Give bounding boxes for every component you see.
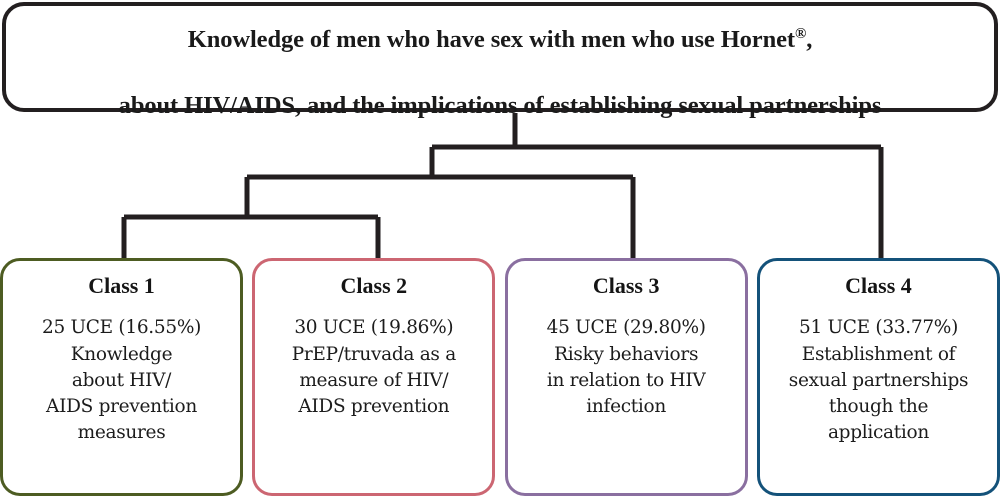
class-4-heading: Class 4 (845, 273, 912, 298)
class-1-count: 25 UCE (16.55%) (41, 317, 202, 339)
class-3-count: 45 UCE (29.80%) (546, 317, 706, 339)
root-title-text: Knowledge of men who have sex with men w… (93, 0, 908, 122)
class-2-count: 30 UCE (19.86%) (294, 317, 454, 339)
class-3-heading: Class 3 (592, 273, 660, 298)
class-1-heading: Class 1 (88, 273, 155, 298)
class-box-2: Class 2 30 UCE (19.86%) PrEP/truvada as … (252, 258, 496, 496)
class-box-3: Class 3 45 UCE (29.80%) Risky behaviors … (504, 258, 748, 496)
class-box-4: Class 4 51 UCE (33.77%) Establishment of… (756, 258, 1000, 496)
root-title-line-2: about HIV/AIDS, and the implications of … (118, 91, 882, 119)
class-1-description: Knowledge about HIV/ AIDS prevention mea… (46, 343, 197, 444)
class-3-description: Risky behaviors in relation to HIV infec… (546, 343, 706, 418)
root-title-box: Knowledge of men who have sex with men w… (2, 2, 998, 119)
class-2-heading: Class 2 (340, 273, 408, 298)
class-4-description: Establishment of sexual partnerships tho… (788, 343, 969, 444)
root-title-line-1-tail: , (806, 26, 813, 54)
root-title-line-1: Knowledge of men who have sex with men w… (187, 26, 795, 54)
registered-mark-icon: ® (794, 25, 807, 43)
class-2-description: PrEP/truvada as a measure of HIV/ AIDS p… (291, 343, 457, 418)
class-boxes-row: Class 1 25 UCE (16.55%) Knowledge about … (0, 258, 1000, 498)
class-4-count: 51 UCE (33.77%) (798, 317, 958, 339)
class-box-1: Class 1 25 UCE (16.55%) Knowledge about … (0, 258, 243, 496)
